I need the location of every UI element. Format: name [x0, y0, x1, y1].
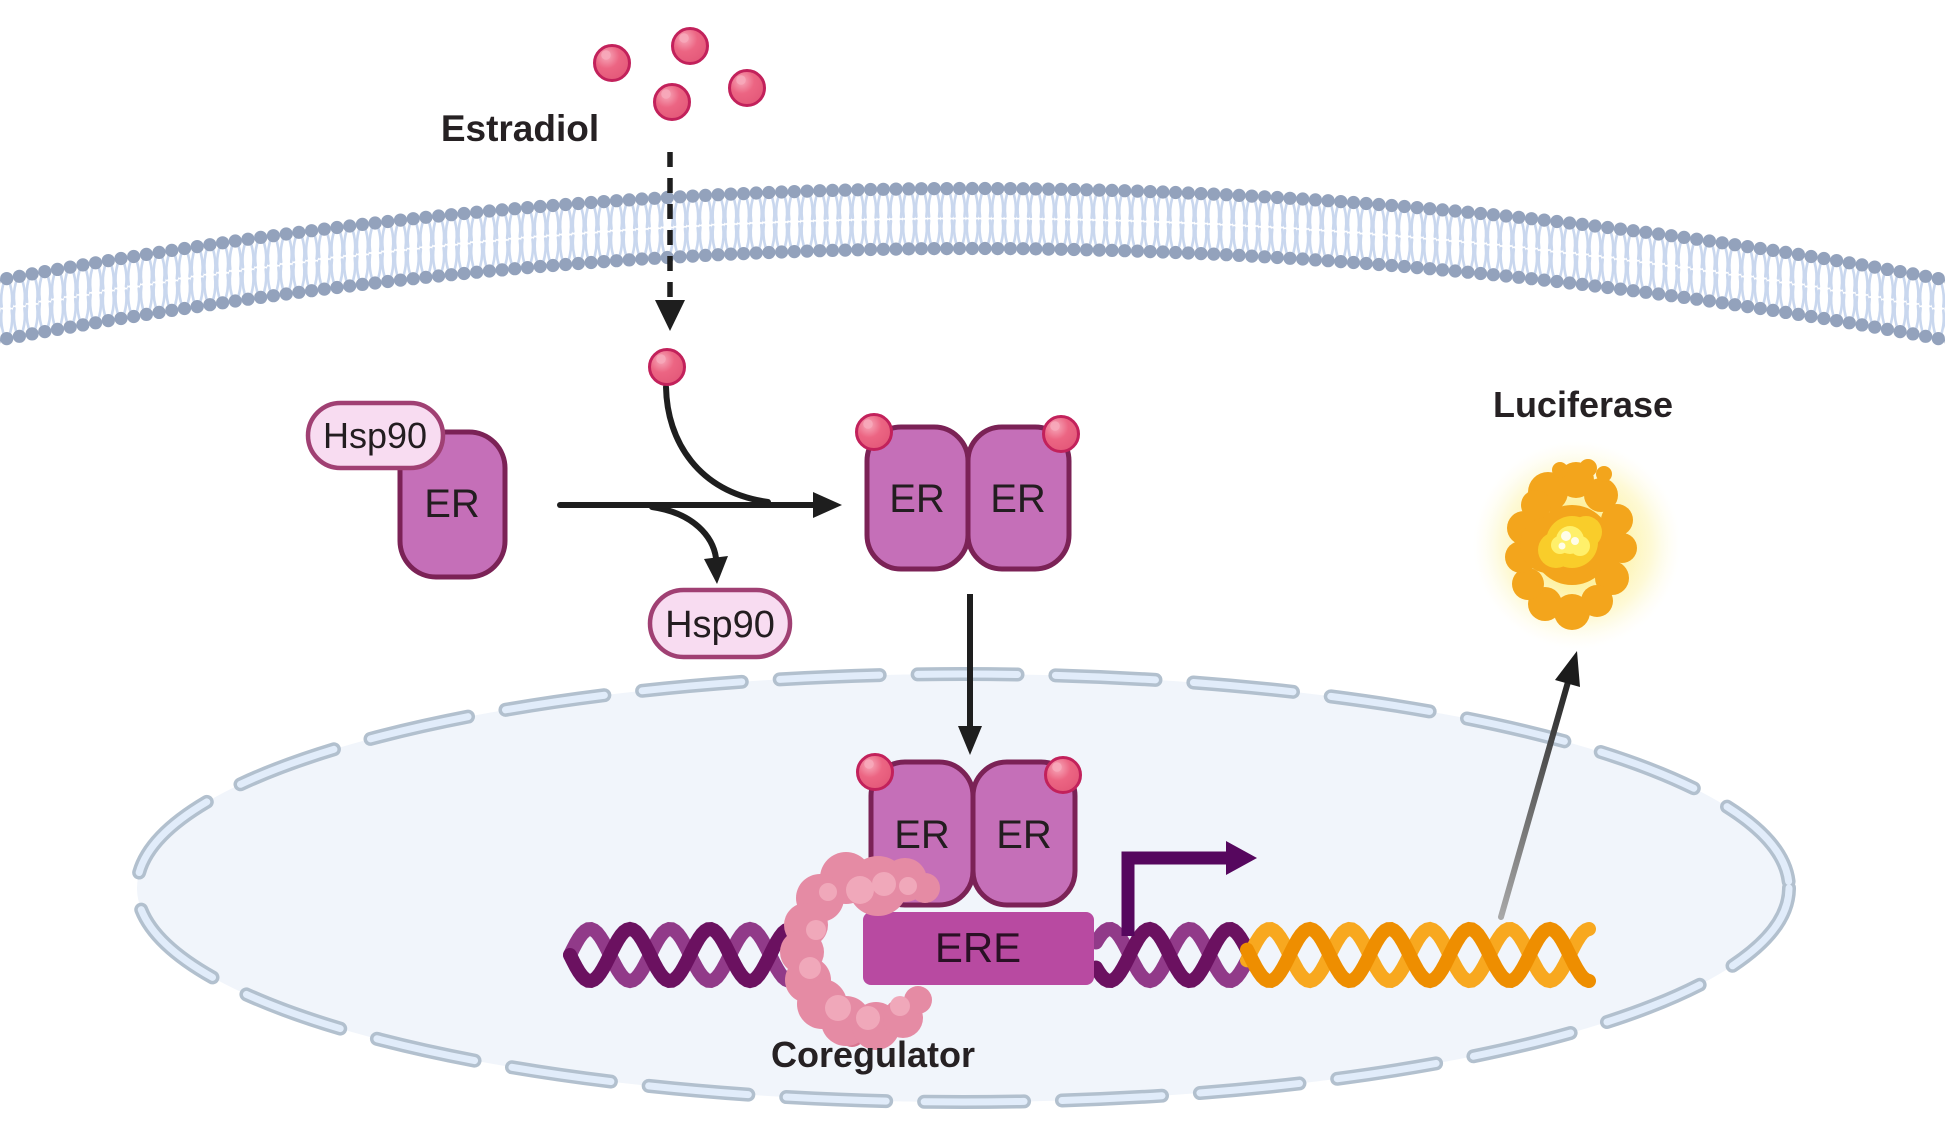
- nuclear-envelope-dash-fill: [133, 670, 1793, 1106]
- dashed-arrow-head: [655, 300, 685, 331]
- estradiol-molecule: [671, 27, 709, 65]
- hsp90-released-label: Hsp90: [665, 604, 775, 646]
- translocation-arrow-head: [958, 726, 982, 755]
- er-monomer-box: [397, 429, 508, 580]
- luciferase-label: Luciferase: [1493, 384, 1673, 425]
- expression-arrow-line: [1498, 679, 1571, 920]
- transcription-arrow-line: [1121, 851, 1226, 936]
- er-dimer-cytoplasm: ER ER: [864, 424, 1072, 572]
- hsp90-released: Hsp90: [647, 587, 793, 660]
- coregulator-label: Coregulator: [771, 1034, 975, 1075]
- hsp90-release-curve: [649, 504, 719, 561]
- hsp90-release-arrow-head: [704, 556, 728, 584]
- hsp90-er-complex: ER Hsp90: [305, 400, 508, 580]
- ere-element: ERE: [863, 912, 1094, 985]
- estradiol-molecule: [648, 348, 686, 386]
- ere-label: ERE: [935, 924, 1021, 971]
- estradiol-molecule: [728, 69, 766, 107]
- hsp90-bound-label: Hsp90: [323, 415, 427, 456]
- estradiol-molecule: [1044, 756, 1082, 794]
- estradiol-molecule: [593, 44, 631, 82]
- hsp90-released-pill: [647, 587, 793, 660]
- hsp90-bound-pill: [305, 400, 446, 471]
- coregulator-protein: [780, 852, 940, 1050]
- estradiol-molecule: [653, 83, 691, 121]
- estradiol-label: Estradiol: [441, 108, 599, 149]
- luciferase-blob: [1505, 459, 1637, 630]
- estradiol-molecule: [855, 413, 893, 451]
- er-dimer-right-label: ER: [990, 477, 1046, 521]
- ere-box: [863, 912, 1094, 985]
- nuclear-translocation-arrow: [958, 594, 982, 755]
- transcription-arrow-head: [1226, 841, 1257, 875]
- estradiol-entry-arrow: [655, 152, 685, 331]
- estradiol-join-curve: [663, 384, 771, 505]
- dna-helix-right-reporter-gene: [1089, 921, 1596, 989]
- estradiol-molecules: [593, 27, 1082, 794]
- dimerization-reaction-arrows: [557, 384, 842, 584]
- estradiol-molecule: [1042, 415, 1080, 453]
- expression-arrow-head: [1555, 651, 1580, 687]
- er-nuclear-left-label: ER: [894, 813, 950, 857]
- er-nuclear-right-box: [970, 759, 1078, 908]
- reaction-arrow-head: [813, 492, 842, 518]
- dna-helix-left: [563, 921, 817, 989]
- er-nuclear-right-label: ER: [996, 813, 1052, 857]
- er-dimer-right-box: [965, 424, 1072, 572]
- cell-membrane: [0, 181, 1945, 346]
- estradiol-molecule: [856, 753, 894, 791]
- transcription-start-arrow: [1121, 841, 1257, 936]
- expression-arrow: [1498, 651, 1580, 920]
- luciferase-enzyme: [1473, 441, 1681, 649]
- er-monomer-label: ER: [424, 482, 480, 526]
- er-dimer-left-label: ER: [889, 477, 945, 521]
